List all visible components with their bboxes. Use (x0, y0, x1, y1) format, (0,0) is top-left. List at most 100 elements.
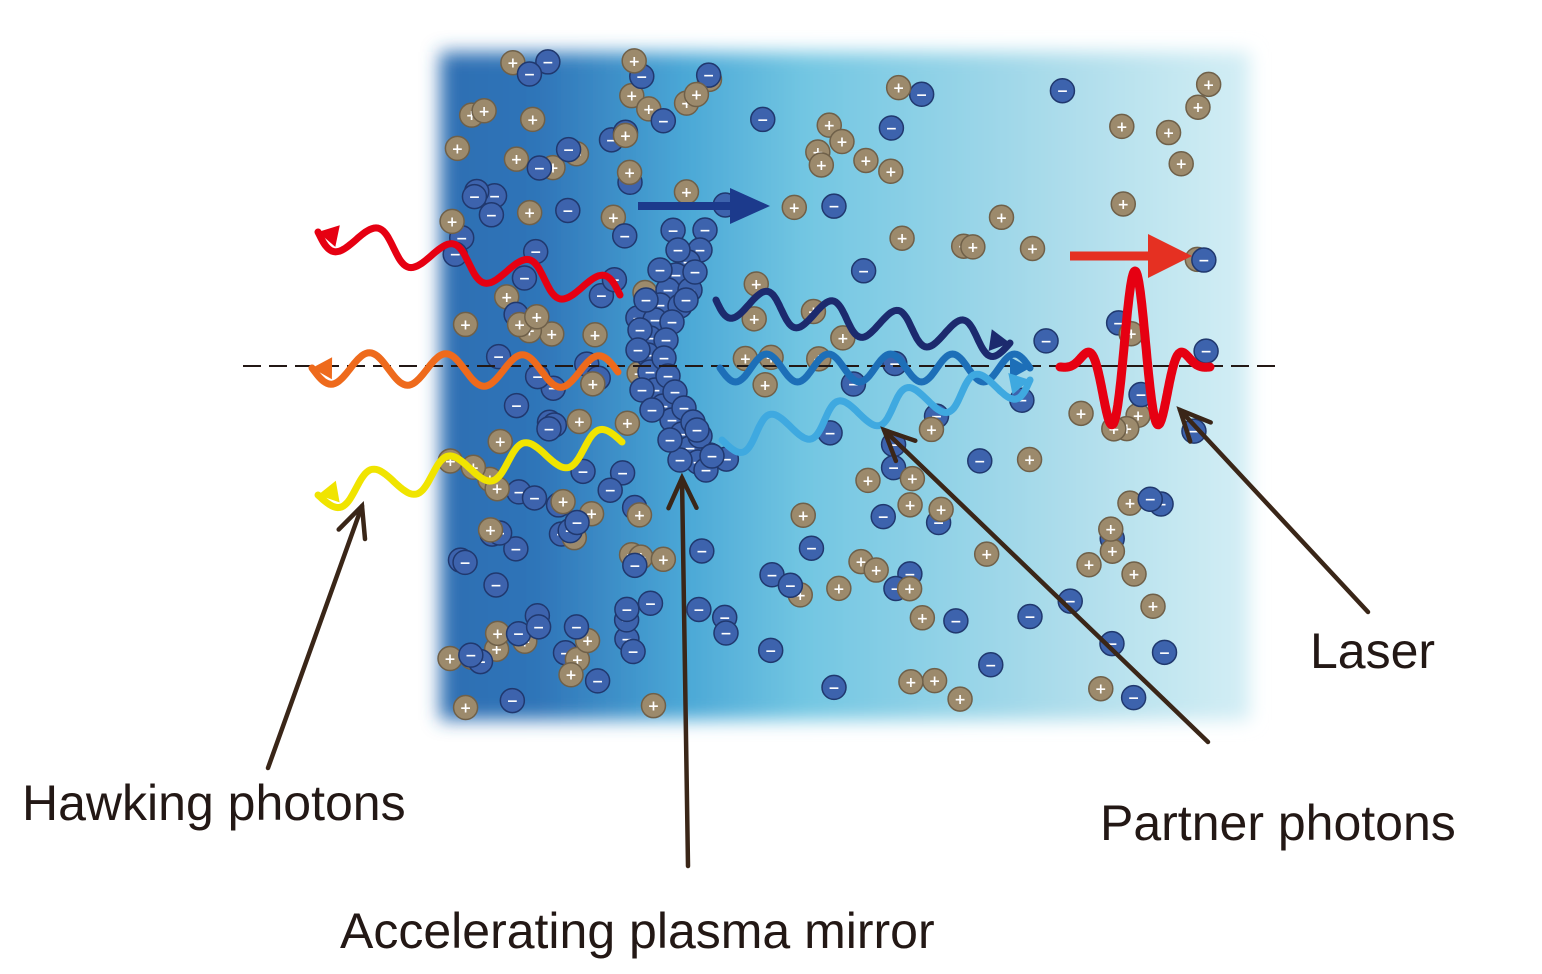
minus-sign-icon: − (636, 69, 648, 85)
electron-particle: − (1033, 328, 1059, 354)
plus-sign-icon: + (491, 482, 503, 498)
minus-sign-icon: − (547, 381, 559, 397)
minus-sign-icon: − (606, 133, 618, 149)
plus-sign-icon: + (587, 377, 599, 393)
minus-sign-icon: − (660, 333, 672, 349)
ion-particle: + (503, 146, 530, 172)
electron-particle: − (620, 638, 646, 665)
plus-sign-icon: + (452, 141, 464, 157)
plus-sign-icon: + (1027, 241, 1039, 257)
minus-sign-icon: − (886, 121, 898, 137)
plus-sign-icon: + (1128, 567, 1140, 583)
plus-sign-icon: + (557, 495, 569, 511)
minus-sign-icon: − (657, 114, 669, 130)
electron-particle: − (516, 61, 543, 87)
electron-particle: − (458, 642, 484, 668)
minus-sign-icon: − (1128, 691, 1140, 707)
ion-particle: + (673, 179, 700, 205)
plus-sign-icon: + (1075, 406, 1087, 422)
electron-particle: − (777, 572, 804, 599)
electron-particle: − (597, 477, 623, 503)
ion-particle: + (471, 98, 497, 124)
arrow-head-icon (318, 225, 340, 247)
minus-sign-icon: − (456, 231, 468, 247)
minus-sign-icon: − (703, 68, 715, 84)
plus-sign-icon: + (929, 674, 941, 690)
plus-sign-icon: + (573, 414, 585, 430)
minus-sign-icon: − (629, 558, 641, 574)
plus-sign-icon: + (823, 118, 835, 134)
ion-particle: + (855, 467, 881, 494)
plus-sign-icon: + (1192, 100, 1204, 116)
minus-sign-icon: − (513, 627, 525, 643)
plus-sign-icon: + (833, 581, 845, 597)
plus-sign-icon: + (1105, 522, 1117, 538)
plus-sign-icon: + (1163, 126, 1175, 142)
plus-sign-icon: + (797, 508, 809, 524)
minus-sign-icon: − (1113, 316, 1125, 332)
minus-sign-icon: − (493, 350, 505, 366)
minus-sign-icon: − (888, 461, 900, 477)
minus-sign-icon: − (571, 620, 583, 636)
plus-sign-icon: + (565, 668, 577, 684)
electron-particle: − (485, 343, 512, 370)
plus-sign-icon: + (460, 317, 472, 333)
minus-sign-icon: − (700, 463, 712, 479)
minus-sign-icon: − (627, 645, 639, 661)
plus-sign-icon: + (657, 552, 669, 568)
electron-particle: − (878, 115, 905, 141)
minus-sign-icon: − (706, 449, 718, 465)
electron-particle: − (647, 257, 673, 283)
minus-sign-icon: − (694, 243, 706, 259)
plus-sign-icon: + (624, 165, 636, 181)
electron-particle: − (637, 590, 664, 617)
electron-particle: − (750, 106, 776, 133)
ion-particle: + (1168, 150, 1194, 177)
ion-particle: + (1121, 561, 1147, 587)
electron-particle: − (850, 258, 877, 284)
plus-sign-icon: + (444, 651, 456, 667)
minus-sign-icon: − (691, 423, 703, 439)
plus-sign-icon: + (904, 582, 916, 598)
plus-sign-icon: + (870, 563, 882, 579)
minus-sign-icon: − (459, 555, 471, 571)
minus-sign-icon: − (666, 315, 678, 331)
plus-sign-icon: + (586, 507, 598, 523)
minus-sign-icon: − (720, 626, 732, 642)
plus-sign-icon: + (572, 652, 584, 668)
minus-sign-icon: − (658, 351, 670, 367)
plus-sign-icon: + (626, 89, 638, 105)
minus-sign-icon: − (719, 610, 731, 626)
ion-particle: + (889, 225, 915, 251)
electron-particle: − (627, 317, 653, 343)
plus-sign-icon: + (815, 158, 827, 174)
electron-particle: − (563, 614, 590, 640)
minus-sign-icon: − (646, 403, 658, 419)
minus-sign-icon: − (592, 674, 604, 690)
plus-sign-icon: + (485, 523, 497, 539)
plus-sign-icon: + (794, 588, 806, 604)
plus-sign-icon: + (691, 88, 703, 104)
plus-sign-icon: + (885, 164, 897, 180)
ion-particle: + (600, 204, 627, 231)
minus-sign-icon: − (974, 454, 986, 470)
ion-particle: + (626, 502, 653, 528)
electron-particle: − (499, 687, 526, 714)
electron-particle: − (682, 259, 708, 285)
minus-sign-icon: − (1188, 424, 1200, 440)
electron-particle: − (555, 136, 582, 163)
electron-particle: − (650, 108, 677, 134)
ion-particle: + (1140, 593, 1166, 619)
minus-sign-icon: − (985, 658, 997, 674)
minus-sign-icon: − (1200, 344, 1212, 360)
plus-sign-icon: + (1132, 408, 1144, 424)
ion-particle: + (878, 158, 904, 185)
electron-particle: − (461, 183, 488, 210)
minus-sign-icon: − (449, 247, 461, 263)
plus-sign-icon: + (893, 81, 905, 97)
minus-sign-icon: − (571, 515, 583, 531)
minus-sign-icon: − (858, 264, 870, 280)
plus-sign-icon: + (860, 153, 872, 169)
ion-particle: + (580, 371, 606, 397)
electron-particle: − (967, 448, 993, 474)
